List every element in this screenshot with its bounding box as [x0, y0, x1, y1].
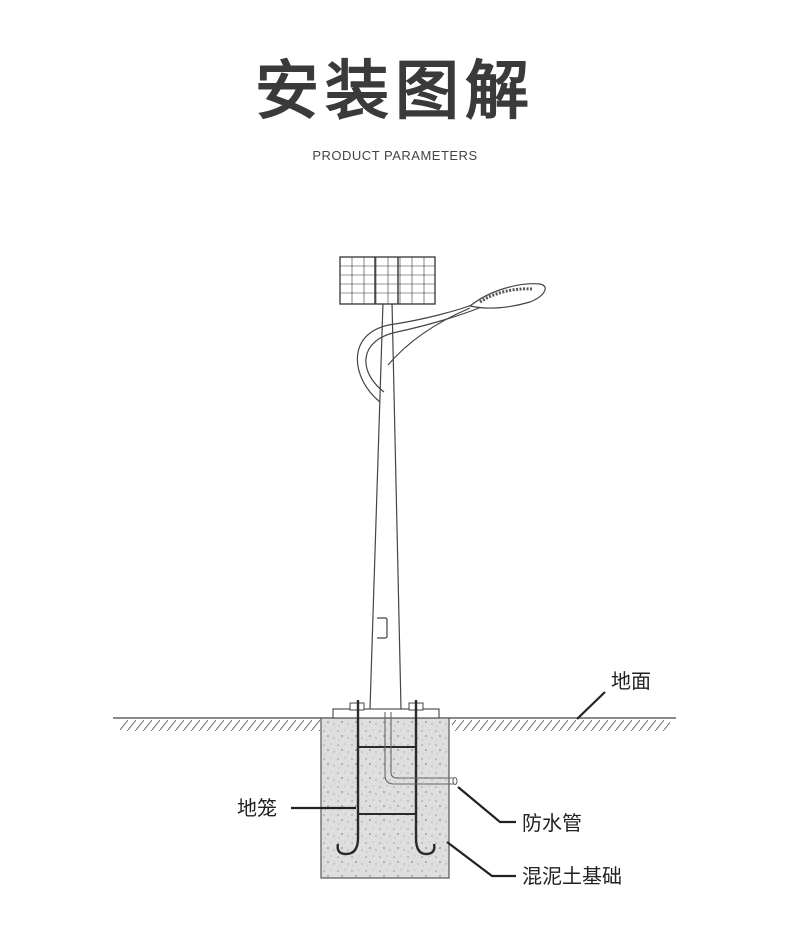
lamp-arm — [356, 301, 485, 403]
solar-panel — [339, 256, 436, 305]
label-ground: 地面 — [611, 669, 651, 693]
lamp-head — [468, 283, 546, 309]
waterproof-pipe — [384, 712, 458, 786]
page-title: 安装图解 — [255, 55, 535, 129]
leader-lines — [291, 691, 606, 878]
light-pole — [369, 301, 402, 710]
label-ground-cage: 地笼 — [237, 796, 277, 820]
base-plate — [332, 708, 440, 719]
page-subtitle: PRODUCT PARAMETERS — [312, 148, 478, 163]
ground-cage — [336, 700, 436, 856]
label-waterproof-pipe: 防水管 — [522, 811, 582, 835]
label-concrete-foundation: 混泥土基础 — [522, 864, 622, 888]
